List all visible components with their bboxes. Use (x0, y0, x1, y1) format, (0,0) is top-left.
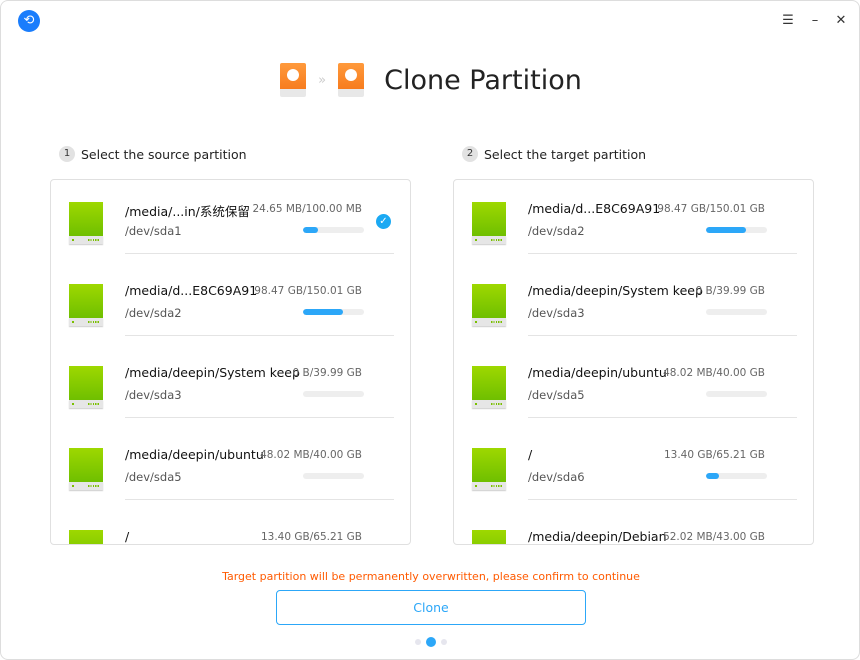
device-path: /dev/sda5 (528, 388, 585, 402)
mount-point: / (125, 529, 130, 544)
source-disk-icon (280, 63, 307, 97)
disk-icon (69, 284, 103, 326)
partition-item[interactable]: / /dev/sda6 13.40 GB/65.21 GB (51, 508, 410, 544)
divider (528, 253, 797, 254)
page-dot-active (426, 637, 436, 647)
partition-item[interactable]: /media/deepin/ubuntu /dev/sda5 48.02 MB/… (51, 426, 410, 508)
device-path: /dev/sda5 (125, 470, 182, 484)
target-partition-list[interactable]: /media/d...E8C69A91 /dev/sda2 98.47 GB/1… (453, 179, 814, 545)
partition-item[interactable]: /media/deepin/System keep /dev/sda3 0 B/… (51, 344, 410, 426)
usage-bar (706, 391, 767, 397)
disk-icon (472, 448, 506, 490)
mount-point: /media/d...E8C69A91 (125, 283, 258, 298)
page-dot (441, 639, 447, 645)
clone-button[interactable]: Clone (276, 590, 586, 625)
device-path: /dev/sda3 (528, 306, 585, 320)
disk-icon (472, 530, 506, 544)
usage-text: 52.02 MB/43.00 GB (663, 531, 765, 543)
device-path: /dev/sda2 (528, 224, 585, 238)
step-number: 2 (462, 146, 478, 162)
usage-bar (706, 227, 767, 233)
menu-icon[interactable]: ☰ (782, 13, 794, 28)
close-icon[interactable]: ✕ (835, 13, 847, 28)
usage-bar-fill (303, 309, 344, 315)
header: » Clone Partition (1, 63, 860, 97)
mount-point: /media/d...E8C69A91 (528, 201, 661, 216)
usage-text: 48.02 MB/40.00 GB (260, 449, 362, 461)
partition-item[interactable]: /media/...in/系统保留 /dev/sda1 24.65 MB/100… (51, 180, 410, 262)
device-path: /dev/sda3 (125, 388, 182, 402)
app-logo-icon: ⟲ (18, 10, 40, 32)
disk-icon (472, 366, 506, 408)
mount-point: /media/deepin/ubuntu (528, 365, 667, 380)
usage-bar (303, 227, 364, 233)
partition-item[interactable]: /media/d...E8C69A91 /dev/sda2 98.47 GB/1… (51, 262, 410, 344)
usage-bar-fill (706, 227, 747, 233)
usage-bar-fill (303, 227, 319, 233)
partition-item[interactable]: /media/d...E8C69A91 /dev/sda2 98.47 GB/1… (454, 180, 813, 262)
mount-point: /media/deepin/Debian (528, 529, 667, 544)
disk-icon (69, 202, 103, 244)
minimize-icon[interactable]: – (811, 13, 819, 28)
disk-icon (69, 366, 103, 408)
divider (528, 499, 797, 500)
step-number: 1 (59, 146, 75, 162)
divider (528, 417, 797, 418)
partition-item[interactable]: /media/deepin/Debian 52.02 MB/43.00 GB (454, 508, 813, 544)
disk-icon (472, 202, 506, 244)
target-disk-icon (338, 63, 365, 97)
divider (528, 335, 797, 336)
warning-text: Target partition will be permanently ove… (222, 570, 640, 583)
mount-point: /media/deepin/ubuntu (125, 447, 264, 462)
usage-text: 48.02 MB/40.00 GB (663, 367, 765, 379)
usage-bar (303, 309, 364, 315)
mount-point: / (528, 447, 533, 462)
disk-icon (69, 448, 103, 490)
device-path: /dev/sda1 (125, 224, 182, 238)
step-label: Select the source partition (81, 146, 247, 162)
device-path: /dev/sda6 (528, 470, 585, 484)
usage-bar (706, 473, 767, 479)
mount-point: /media/deepin/System keep (125, 365, 300, 380)
double-chevron-right-icon: » (318, 72, 327, 88)
usage-bar-fill (706, 473, 719, 479)
divider (125, 335, 394, 336)
page-dot (415, 639, 421, 645)
usage-text: 24.65 MB/100.00 MB (252, 203, 362, 215)
target-step: 2 Select the target partition (462, 146, 646, 162)
page-indicator (1, 637, 860, 647)
divider (125, 417, 394, 418)
checkmark-icon: ✓ (376, 214, 391, 229)
device-path: /dev/sda2 (125, 306, 182, 320)
disk-icon (472, 284, 506, 326)
disk-icon (69, 530, 103, 544)
divider (125, 499, 394, 500)
usage-bar (303, 473, 364, 479)
partition-item[interactable]: / /dev/sda6 13.40 GB/65.21 GB (454, 426, 813, 508)
usage-text: 0 B/39.99 GB (292, 367, 363, 379)
usage-text: 0 B/39.99 GB (695, 285, 766, 297)
usage-text: 13.40 GB/65.21 GB (663, 449, 765, 461)
step-label: Select the target partition (484, 146, 647, 162)
partition-item[interactable]: /media/deepin/System keep /dev/sda3 0 B/… (454, 262, 813, 344)
source-step: 1 Select the source partition (59, 146, 247, 162)
usage-text: 98.47 GB/150.01 GB (657, 203, 765, 215)
mount-point: /media/...in/系统保留 (125, 204, 250, 219)
usage-text: 13.40 GB/65.21 GB (260, 531, 362, 543)
usage-bar (706, 309, 767, 315)
source-partition-list[interactable]: /media/...in/系统保留 /dev/sda1 24.65 MB/100… (50, 179, 411, 545)
divider (125, 253, 394, 254)
usage-text: 98.47 GB/150.01 GB (254, 285, 362, 297)
usage-bar (303, 391, 364, 397)
page-title: Clone Partition (384, 64, 582, 96)
mount-point: /media/deepin/System keep (528, 283, 703, 298)
partition-item[interactable]: /media/deepin/ubuntu /dev/sda5 48.02 MB/… (454, 344, 813, 426)
